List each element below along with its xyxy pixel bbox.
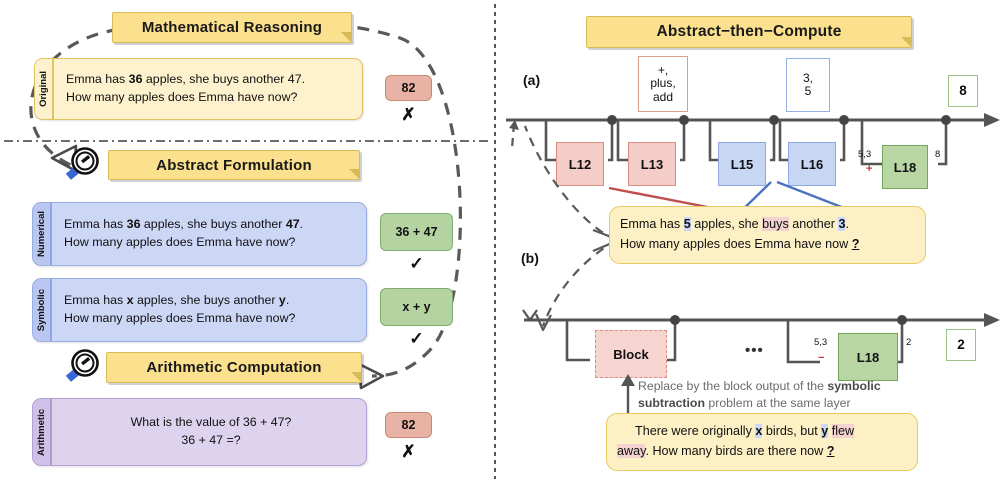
row-text-numerical: Emma has 36 apples, she buys another 47.… xyxy=(64,217,304,249)
block-replace-arrow xyxy=(621,374,635,418)
left-section-separator xyxy=(4,140,492,142)
answer-symbolic: x + y xyxy=(380,288,453,326)
bold-token: x xyxy=(126,293,134,308)
panel-a-label: (a) xyxy=(523,72,541,88)
layer-box-l18-b: L18 xyxy=(838,333,898,381)
layer-timeline-a xyxy=(506,113,1000,166)
row-text-original: Emma has 36 apples, she buys another 47.… xyxy=(66,72,306,104)
layer-box-l13: L13 xyxy=(628,142,676,186)
bold-token: y xyxy=(278,293,286,308)
magnifier-icon-arithmetic xyxy=(65,349,99,382)
answer-numerical: 36 + 47 xyxy=(380,213,453,251)
highlight-token-y: y xyxy=(821,424,829,439)
banner-label: Arithmetic Computation xyxy=(146,359,322,376)
highlight-token-away: away xyxy=(617,444,646,458)
vocab-box-result-a: 8 xyxy=(948,75,978,107)
banner-fold-corner xyxy=(901,37,911,47)
block-replace-note: Replace by the block output of the symbo… xyxy=(638,379,881,411)
row-tag-symbolic: Symbolic xyxy=(33,279,52,341)
answer-arithmetic: 82 xyxy=(385,412,432,438)
vocab-box-operands: 3, 5 xyxy=(786,58,830,112)
row-numerical: Numerical Emma has 36 apples, she buys a… xyxy=(32,202,367,266)
mark-original-incorrect: ✗ xyxy=(401,105,416,124)
banner-fold-corner xyxy=(341,32,351,42)
mark-numerical-correct: ✓ xyxy=(409,254,424,273)
answer-slot: ? xyxy=(826,444,835,458)
row-text-arithmetic: What is the value of 36 + 47? 36 + 47 =? xyxy=(130,415,292,447)
layer-box-l16: L16 xyxy=(788,142,836,186)
ellipsis-indicator: ••• xyxy=(745,342,764,359)
layer-l18-a-output-label: 8 xyxy=(935,149,941,160)
feedback-loop-arc xyxy=(29,17,462,378)
banner-label: Mathematical Reasoning xyxy=(141,19,323,36)
highlight-token-x: x xyxy=(755,424,763,439)
layer-l18-a-input-label: 5,3 xyxy=(858,149,872,160)
highlight-token-operand1: 5 xyxy=(683,217,691,232)
magnifier-icon-abstract xyxy=(65,147,99,180)
layer-box-l15: L15 xyxy=(718,142,766,186)
row-arithmetic: Arithmetic What is the value of 36 + 47?… xyxy=(32,398,367,466)
panel-b-label: (b) xyxy=(521,250,539,266)
banner-arithmetic-computation: Arithmetic Computation xyxy=(106,352,362,383)
row-tag-original: Original xyxy=(35,59,54,119)
callout-numeric-problem: Emma has 5 apples, she buys another 3. H… xyxy=(609,206,926,264)
layer-box-l12: L12 xyxy=(556,142,604,186)
banner-label: Abstract Formulation xyxy=(156,156,312,174)
highlight-token-flew: flew xyxy=(831,424,855,439)
answer-original: 82 xyxy=(385,75,432,101)
layer-l18-b-output-label: 2 xyxy=(906,337,912,348)
layer-box-block: Block xyxy=(595,330,667,378)
banner-fold-corner xyxy=(351,372,361,382)
bold-token: 36 xyxy=(128,72,143,87)
banner-mathematical-reasoning: Mathematical Reasoning xyxy=(112,12,352,43)
row-tag-arithmetic: Arithmetic xyxy=(33,399,52,465)
highlight-token-operand2: 3 xyxy=(838,217,846,232)
banner-fold-corner xyxy=(349,169,359,179)
bold-token: 47 xyxy=(285,217,300,232)
note-bold-symbolic: symbolic xyxy=(827,379,881,393)
layer-l18-b-operator: − xyxy=(818,352,825,364)
mark-symbolic-correct: ✓ xyxy=(409,329,424,348)
row-text-symbolic: Emma has x apples, she buys another y. H… xyxy=(64,293,296,325)
banner-abstract-formulation: Abstract Formulation xyxy=(108,150,360,180)
mark-arithmetic-incorrect: ✗ xyxy=(401,442,416,461)
layer-box-l18-a: L18 xyxy=(882,145,928,189)
bold-token: 36 xyxy=(126,217,141,232)
panel-divider xyxy=(494,4,496,479)
layer-l18-a-operator: + xyxy=(866,163,873,175)
row-symbolic: Symbolic Emma has x apples, she buys ano… xyxy=(32,278,367,342)
note-bold-subtraction: subtraction xyxy=(638,396,705,411)
row-tag-numerical: Numerical xyxy=(33,203,52,265)
vocab-box-result-b: 2 xyxy=(946,329,976,361)
banner-abstract-then-compute: Abstract−then−Compute xyxy=(586,16,912,48)
vocab-box-operator: +, plus, add xyxy=(638,56,688,112)
banner-label: Abstract−then−Compute xyxy=(656,23,842,40)
row-original: Original Emma has 36 apples, she buys an… xyxy=(34,58,363,120)
highlight-token-operator: buys xyxy=(762,217,789,232)
callout-symbolic-problem: There were originally x birds, but y fle… xyxy=(606,413,918,471)
answer-slot: ? xyxy=(851,237,860,251)
layer-l18-b-input-label: 5,3 xyxy=(814,337,828,348)
